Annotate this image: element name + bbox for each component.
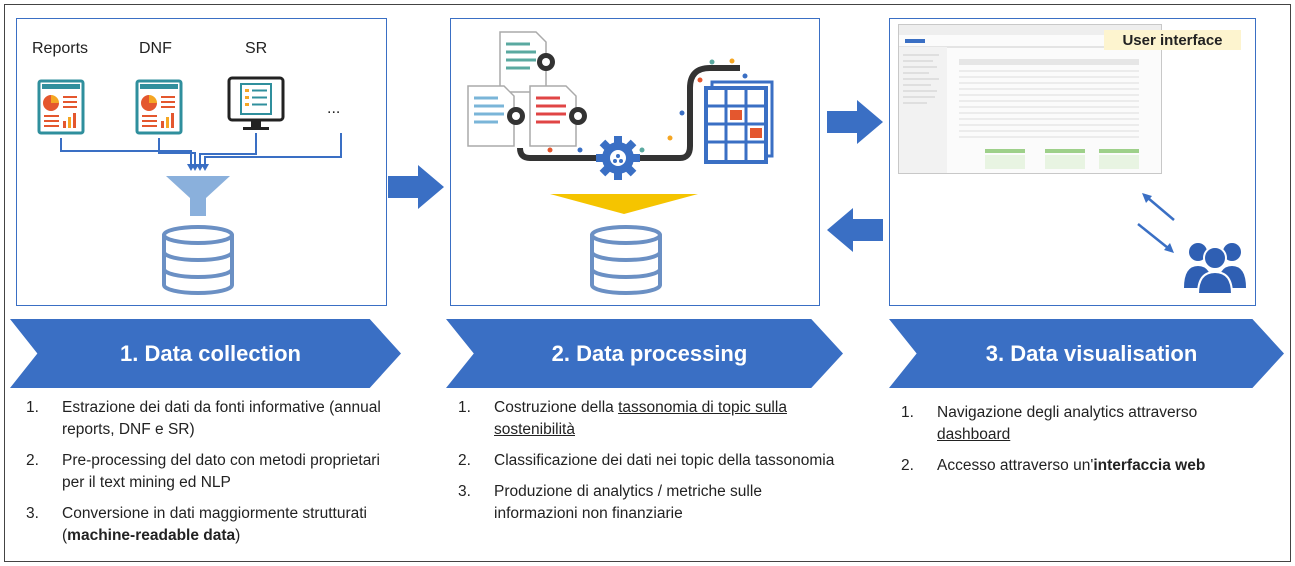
report-chart-icon [135,79,183,135]
monitor-list-icon [227,76,285,130]
users-group-icon [1184,243,1246,295]
step-banner-data-visualisation: 3. Data visualisation [889,319,1284,388]
list-item: 1.Estrazione dei dati da fonti informati… [26,399,381,438]
funnel-icon [166,176,230,216]
user-interface-label: User interface [1104,30,1241,50]
list-item: 2.Pre-processing del dato con metodi pro… [26,452,380,491]
list-item: 2.Accesso attraverso un'interfaccia web [901,457,1206,474]
arrow-left-icon [827,208,883,252]
panel3-graphics [1137,193,1246,295]
step-list-data-processing: 1.Costruzione della tassonomia di topic … [458,397,838,534]
diagram-frame [4,4,1291,562]
arrow-right-icon [827,100,883,144]
source-label-more: ... [327,100,341,117]
filter-triangle [550,194,698,214]
data-grid-icon [704,80,774,164]
list-item: 1.Navigazione degli analytics attraverso… [901,404,1198,443]
database-icon [590,225,662,295]
source-label-reports: Reports [32,40,89,57]
source-label-sr: SR [245,40,268,57]
panel2-graphics [467,31,774,295]
step-title: 2. Data processing [551,340,748,366]
report-chart-icon [37,79,85,135]
sync-arrows-icon [1137,193,1175,253]
list-item: 2.Classificazione dei dati nei topic del… [458,452,835,469]
documents-scan-icon [467,31,587,147]
step-banner-data-processing: 2. Data processing [446,319,843,388]
source-label-dnf: DNF [139,40,172,57]
step-title: 3. Data visualisation [985,340,1198,366]
step-title: 1. Data collection [120,340,301,366]
list-item: 3.Produzione di analytics / metriche sul… [458,483,762,522]
arrow-right-icon [388,165,444,209]
list-item: 3.Conversione in dati maggiormente strut… [26,505,367,544]
step-list-data-visualisation: 1.Navigazione degli analytics attraverso… [901,402,1261,486]
step-list-data-collection: 1.Estrazione dei dati da fonti informati… [26,397,396,556]
list-item: 1.Costruzione della tassonomia di topic … [458,399,787,438]
database-icon [162,225,234,295]
panel1-graphics [37,76,342,295]
gear-icon [596,136,640,180]
step-banner-data-collection: 1. Data collection [10,319,401,388]
